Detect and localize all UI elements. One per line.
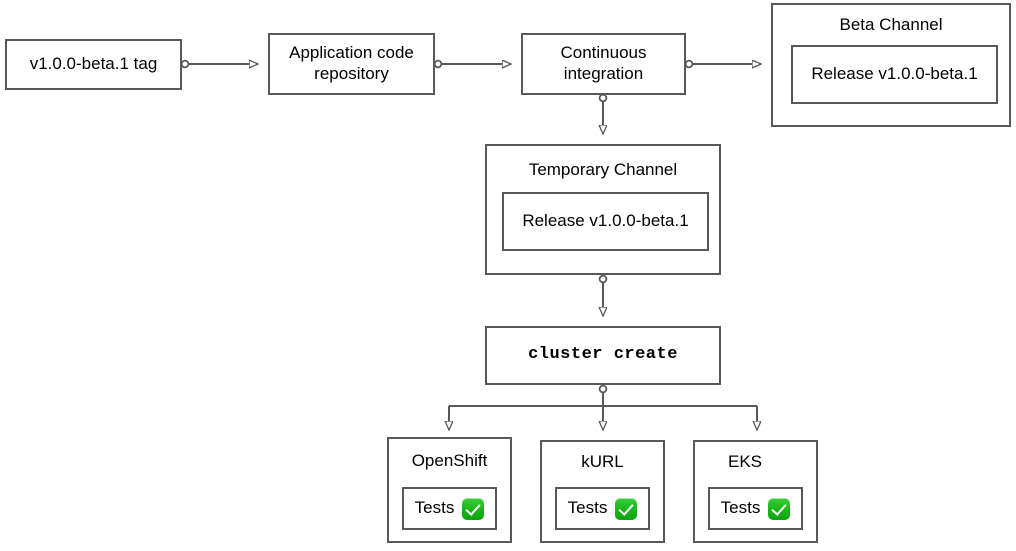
eks-tests-label: Tests <box>720 498 761 518</box>
beta-channel-title: Beta Channel <box>839 15 943 34</box>
openshift-title: OpenShift <box>411 451 488 470</box>
green-check-icon <box>615 497 638 520</box>
node-temporary-channel[interactable]: Temporary Channel Release v1.0.0-beta.1 <box>485 144 721 275</box>
edge-temporary-channel-to-cluster-create <box>600 274 608 316</box>
temporary-channel-release-box[interactable]: Release v1.0.0-beta.1 <box>502 192 709 251</box>
temporary-channel-release-label: Release v1.0.0-beta.1 <box>522 211 689 231</box>
green-check-icon <box>768 497 791 520</box>
beta-channel-release-box[interactable]: Release v1.0.0-beta.1 <box>791 45 998 104</box>
node-application-code-repository[interactable]: Application code repository <box>268 33 435 95</box>
kurl-tests-box[interactable]: Tests <box>555 487 650 530</box>
eks-title: EKS <box>728 452 763 471</box>
node-continuous-integration[interactable]: Continuous integration <box>521 33 686 95</box>
edge-tag-to-repo <box>180 59 258 68</box>
eks-tests-row: Tests <box>720 497 791 520</box>
beta-channel-release-label: Release v1.0.0-beta.1 <box>811 64 978 84</box>
node-tag-label: v1.0.0-beta.1 tag <box>29 54 158 74</box>
node-kurl[interactable]: kURL Tests <box>540 440 665 543</box>
node-ci-label: Continuous integration <box>560 43 647 83</box>
edge-repo-to-ci <box>433 59 511 68</box>
node-openshift[interactable]: OpenShift Tests <box>387 437 512 543</box>
kurl-title: kURL <box>581 452 624 471</box>
openshift-tests-box[interactable]: Tests <box>402 487 497 530</box>
edge-ci-to-beta-channel <box>684 59 761 68</box>
eks-tests-box[interactable]: Tests <box>708 487 803 530</box>
node-repo-label: Application code repository <box>289 43 414 83</box>
openshift-tests-row: Tests <box>414 497 485 520</box>
green-check-icon <box>462 497 485 520</box>
cluster-create-label: cluster create <box>528 345 678 365</box>
temporary-channel-title: Temporary Channel <box>528 160 678 179</box>
kurl-tests-label: Tests <box>567 498 608 518</box>
node-cluster-create[interactable]: cluster create <box>485 326 721 385</box>
node-beta-channel[interactable]: Beta Channel Release v1.0.0-beta.1 <box>771 3 1011 127</box>
kurl-tests-row: Tests <box>567 497 638 520</box>
openshift-tests-label: Tests <box>414 498 455 518</box>
edge-ci-to-temporary-channel <box>600 93 608 134</box>
node-tag[interactable]: v1.0.0-beta.1 tag <box>5 39 182 90</box>
edge-cluster-create-to-targets <box>449 384 757 430</box>
node-eks[interactable]: EKS Tests <box>693 440 818 543</box>
